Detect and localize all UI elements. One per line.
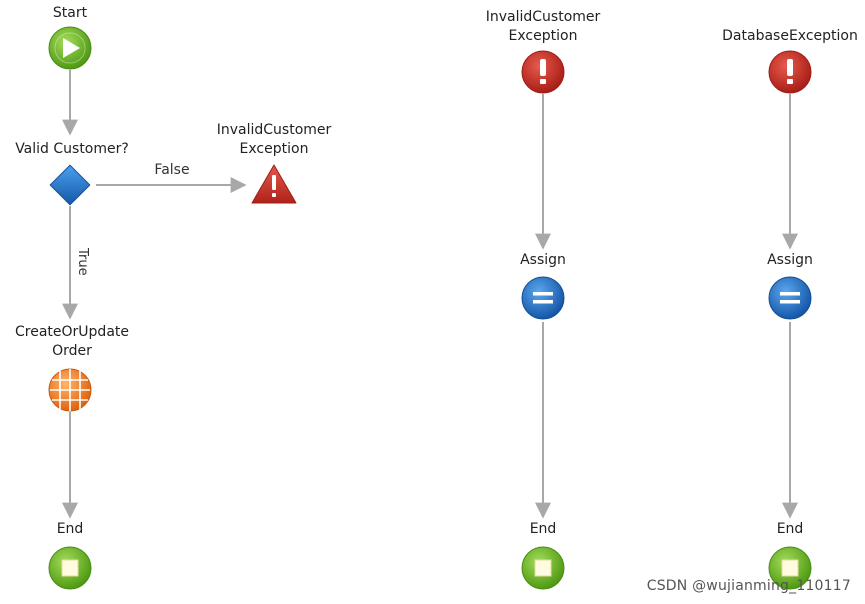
end-node-handler-2[interactable] — [768, 546, 812, 590]
exclamation-icon — [540, 59, 546, 76]
handler-1-end-label: End — [529, 521, 557, 537]
raise-exception-label: InvalidCustomer Exception — [216, 122, 332, 157]
create-or-update-order-node[interactable] — [48, 368, 92, 412]
decision-label: Valid Customer? — [15, 141, 129, 157]
equals-icon — [533, 292, 553, 304]
handler-1-exception-label: InvalidCustomer Exception — [485, 9, 601, 44]
handler-2-exception-label: DatabaseException — [722, 28, 858, 44]
handler-2-end-label: End — [776, 521, 804, 537]
stop-icon — [781, 559, 799, 577]
raise-exception-node[interactable] — [251, 164, 297, 204]
assign-node-1[interactable] — [521, 276, 565, 320]
action-label: CreateOrUpdate Order — [15, 324, 129, 359]
handler-1-assign-label: Assign — [520, 252, 566, 268]
end-label-main: End — [56, 521, 84, 537]
grid-icon — [50, 369, 90, 411]
exception-handler-node-2[interactable] — [768, 50, 812, 94]
equals-icon — [780, 292, 800, 304]
play-icon — [63, 38, 80, 58]
stop-icon — [534, 559, 552, 577]
watermark: CSDN @wujianming_110117 — [646, 578, 851, 594]
end-node-main[interactable] — [48, 546, 92, 590]
true-branch-label: True — [75, 248, 90, 276]
handler-2-assign-label: Assign — [767, 252, 813, 268]
start-node[interactable] — [48, 26, 92, 70]
decision-node[interactable] — [49, 164, 91, 206]
exception-handler-node-1[interactable] — [521, 50, 565, 94]
stop-icon — [61, 559, 79, 577]
start-label: Start — [52, 5, 88, 21]
end-node-handler-1[interactable] — [521, 546, 565, 590]
false-branch-label: False — [154, 162, 190, 178]
exclamation-icon — [787, 59, 793, 76]
assign-node-2[interactable] — [768, 276, 812, 320]
